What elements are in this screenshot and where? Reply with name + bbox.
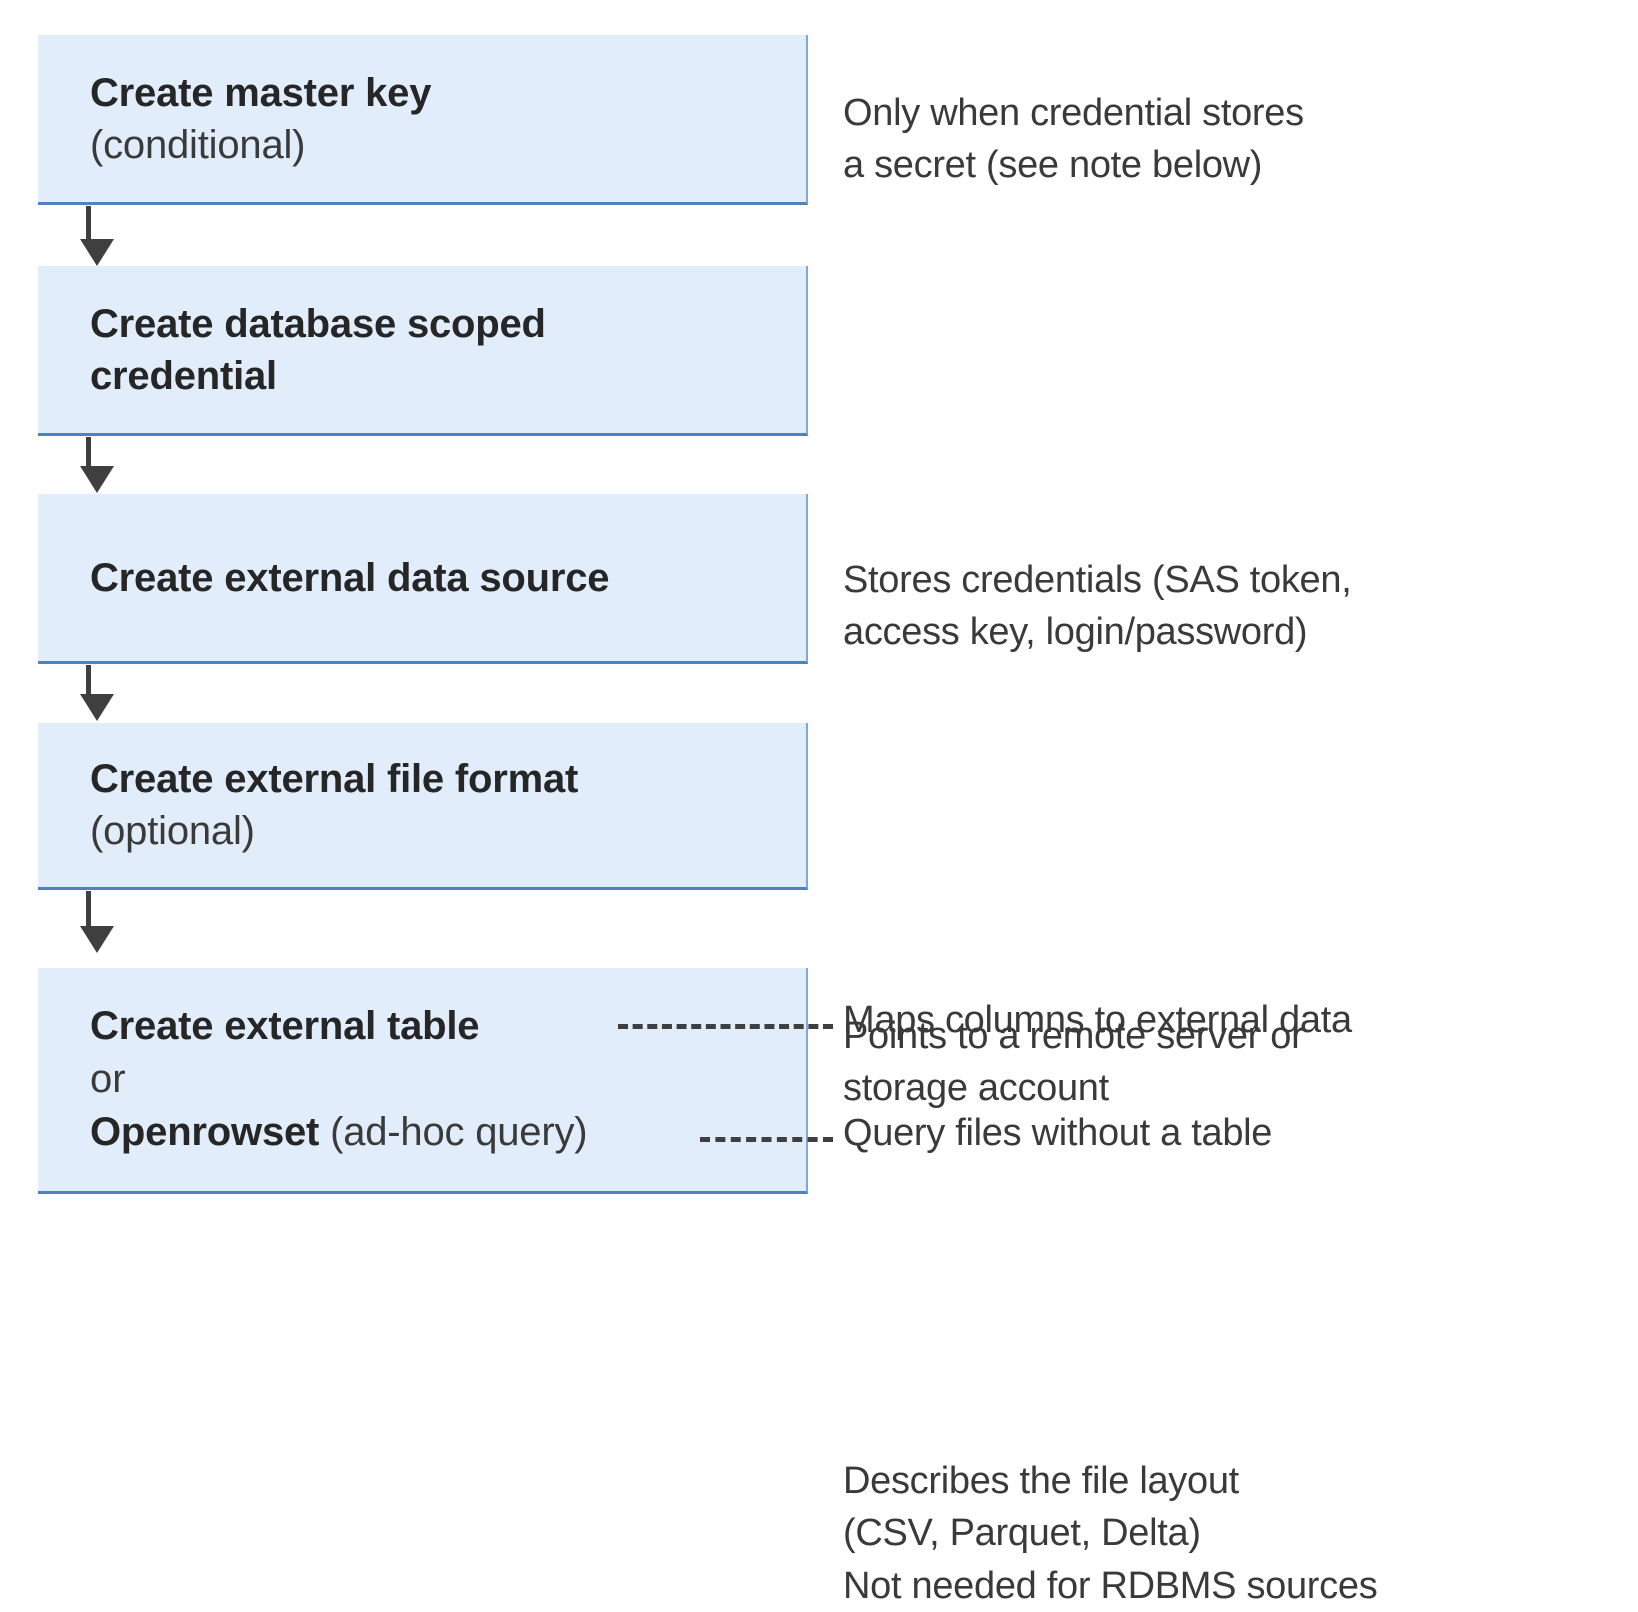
option-two-title: Openrowset [90,1109,320,1154]
step-description-create-master-key: Only when credential stores a secret (se… [843,92,1304,187]
external-data-setup-flowchart: Create master key (conditional) Only whe… [0,35,1638,1607]
step-box-text: Create master key (conditional) [38,67,806,171]
arrow-shaft [86,206,91,242]
dashed-connector-create-external-table [618,1024,833,1029]
arrow-head [80,926,114,953]
arrow-shaft [86,437,91,469]
option-separator: or [90,1057,126,1102]
dashed-connector-openrowset [700,1137,833,1142]
arrow-shaft [86,665,91,697]
step-subtitle: (conditional) [90,122,306,167]
step-row-create-external-file-format: Create external file format (optional) D… [0,723,1638,1607]
step-title: Create external data source [90,555,610,600]
arrow-head [80,466,114,493]
step-box-text: Create external data source [38,552,806,604]
arrow-head [80,694,114,721]
step-box-create-master-key[interactable]: Create master key (conditional) [38,35,808,205]
final-description-create-external-table: Maps columns to external data [843,999,1352,1041]
step-box-create-external-file-format[interactable]: Create external file format (optional) [38,723,808,890]
step-box-create-external-table-or-openrowset[interactable]: Create external table or Openrowset (ad-… [38,968,808,1194]
step-title: Create external file format [90,757,579,801]
step-box-create-database-scoped-credential[interactable]: Create database scoped credential [38,266,808,436]
step-box-text: Create database scoped credential [38,298,806,402]
step-title: Create database scoped credential [90,301,546,398]
step-row-create-database-scoped-credential: Create database scoped credential Stores… [0,266,1638,653]
step-row-create-external-table-or-openrowset: Create external table or Openrowset (ad-… [0,968,1638,1194]
option-one-title: Create external table [90,1004,480,1049]
step-title: Create master key [90,70,432,115]
step-box-text: Create external file format (optional) [38,753,806,857]
option-two-row: Openrowset (ad-hoc query) [90,1106,806,1159]
step-description-create-external-data-source: Points to a remote server or storage acc… [843,1015,1304,1110]
step-description-create-external-file-format: Describes the file layout (CSV, Parquet,… [843,1460,1378,1607]
step-row-create-master-key: Create master key (conditional) Only whe… [0,35,1638,205]
step-row-create-external-data-source: Create external data source Points to a … [0,494,1638,1109]
arrow-shaft [86,891,91,929]
final-description-openrowset: Query files without a table [843,1112,1273,1154]
step-description-create-database-scoped-credential: Stores credentials (SAS token, access ke… [843,559,1352,654]
step-box-text: Create external table or Openrowset (ad-… [38,1000,806,1158]
step-box-create-external-data-source[interactable]: Create external data source [38,494,808,664]
step-subtitle: (optional) [90,809,255,853]
arrow-head [80,239,114,266]
option-two-title-suffix: (ad-hoc query) [319,1109,588,1154]
